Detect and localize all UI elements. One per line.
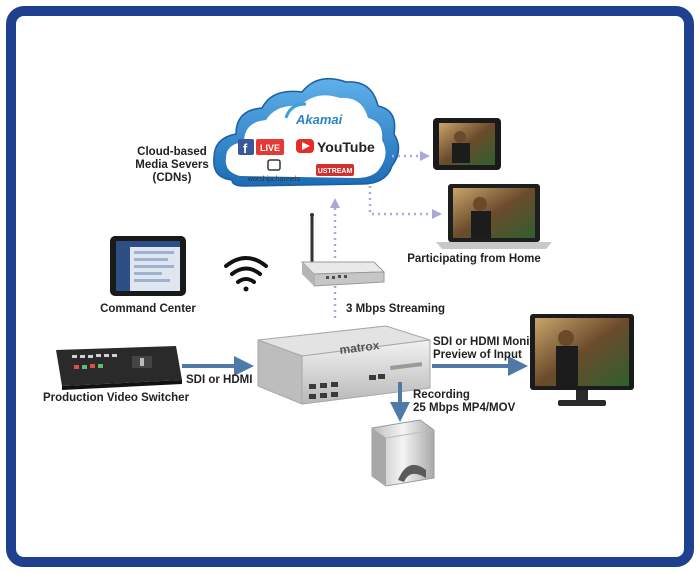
video-switcher-icon (56, 346, 182, 390)
participating-label: Participating from Home (407, 253, 541, 265)
streaming-label: 3 Mbps Streaming (346, 303, 445, 315)
signal-arrows (182, 356, 528, 422)
dotted-line-laptop (368, 186, 442, 219)
home-laptop-icon (436, 184, 552, 249)
svg-text:worshipchannels: worshipchannels (247, 176, 301, 183)
dotted-stream-lines (330, 151, 442, 318)
command-center-ipad-icon (110, 236, 186, 296)
wifi-icon (224, 256, 268, 292)
worshipchannels-logo: worshipchannels (247, 159, 301, 183)
wireless-router-icon (300, 213, 386, 287)
command-center-label: Command Center (100, 303, 196, 315)
monitor-label-line2: Preview of Input (433, 349, 522, 361)
switcher-label: Production Video Switcher (43, 392, 190, 404)
home-tablet-icon (433, 118, 501, 170)
svg-text:f: f (243, 141, 248, 156)
matrox-monarch-device: matrox (257, 325, 431, 405)
cdn-label: Cloud-based Media Severs (CDNs) (135, 146, 209, 184)
monitor-label: SDI or HDMI Monitor Preview of Input (433, 336, 545, 361)
cdn-cloud: Akamai f LIVE YouTube worshipchannels US… (213, 77, 400, 187)
sdi-hdmi-label: SDI or HDMI (186, 374, 252, 386)
recording-label-line2: 25 Mbps MP4/MOV (413, 402, 516, 414)
recording-label-line1: Recording (413, 389, 470, 401)
recording-label: Recording 25 Mbps MP4/MOV (413, 389, 516, 414)
monitor-label-line1: SDI or HDMI Monitor (433, 336, 545, 348)
cdn-label-line3: (CDNs) (153, 172, 192, 184)
cdn-label-line1: Cloud-based (137, 146, 207, 158)
svg-text:USTREAM: USTREAM (318, 168, 353, 175)
youtube-logo: YouTube (296, 139, 375, 155)
preview-monitor-icon (530, 314, 634, 406)
akamai-logo: Akamai (284, 102, 343, 127)
cdn-label-line2: Media Severs (135, 159, 209, 171)
svg-text:LIVE: LIVE (260, 143, 280, 153)
svg-text:YouTube: YouTube (317, 139, 375, 155)
external-drive-icon (371, 419, 435, 487)
facebook-live-logo: f LIVE (238, 139, 284, 156)
matrox-brand: matrox (339, 338, 381, 357)
svg-text:Akamai: Akamai (295, 112, 343, 127)
ustream-logo: USTREAM (316, 164, 354, 176)
